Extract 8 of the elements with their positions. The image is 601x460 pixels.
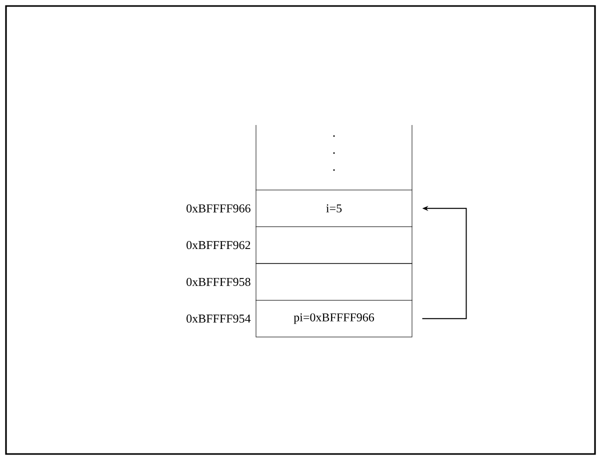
address-label: 0xBFFFF962	[186, 241, 250, 250]
memory-cell	[256, 226, 412, 264]
address-label: 0xBFFFF958	[186, 278, 250, 286]
memory-cell: pi=0xBFFFF966	[256, 300, 412, 338]
address-label: 0xBFFFF954	[186, 314, 251, 323]
memory-cell: i=5	[256, 190, 412, 228]
memory-cell	[256, 263, 412, 301]
address-label: 0xBFFFF966	[186, 204, 250, 212]
